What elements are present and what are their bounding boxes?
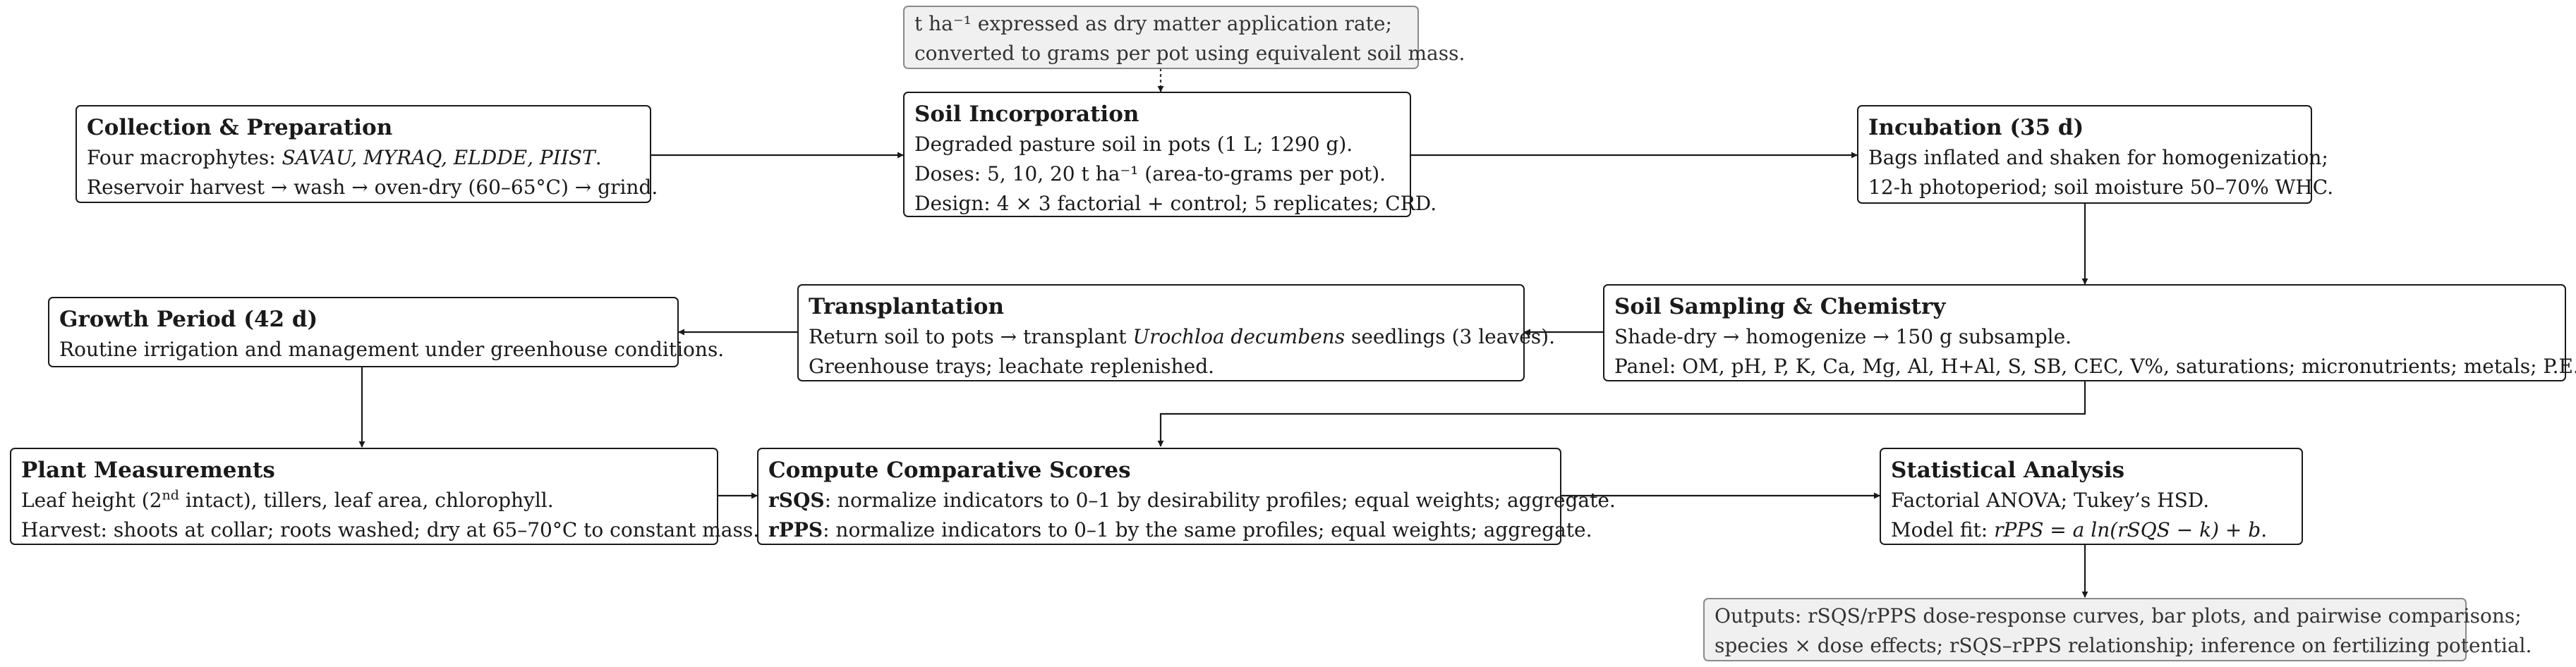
- box-line: rPPS: normalize indicators to 0–1 by the…: [768, 515, 1592, 545]
- soil-incorporation-box: Soil Incorporation Degraded pasture soil…: [903, 92, 1437, 217]
- box-line: Design: 4 × 3 factorial + control; 5 rep…: [914, 192, 1437, 215]
- box-line: 12-h photoperiod; soil moisture 50–70% W…: [1868, 176, 2334, 199]
- box-line: Shade-dry → homogenize → 150 g subsample…: [1614, 325, 2072, 348]
- text-segment: Leaf height (2: [21, 489, 162, 512]
- outputs-note: Outputs: rSQS/rPPS dose-response curves,…: [1703, 598, 2532, 661]
- text-segment: .: [2261, 518, 2268, 541]
- statistical-analysis-box: Statistical Analysis Factorial ANOVA; Tu…: [1880, 448, 2303, 545]
- text-segment: .: [595, 146, 602, 169]
- box-title: Plant Measurements: [21, 458, 275, 483]
- box-line: Harvest: shoots at collar; roots washed;…: [21, 518, 760, 541]
- box-title: Soil Sampling & Chemistry: [1614, 294, 1946, 319]
- soil-sampling-to-scores-elbow-arrow: [1157, 381, 2086, 447]
- text-segment: : normalize indicators to 0–1 by desirab…: [824, 489, 1616, 512]
- box-line: Return soil to pots → transplant Urochlo…: [809, 322, 1555, 352]
- text-segment: Model fit:: [1891, 518, 1995, 541]
- box-title: Compute Comparative Scores: [768, 458, 1131, 483]
- box-line: Model fit: rPPS = a ln(rSQS − k) + b.: [1891, 515, 2292, 545]
- note-line: species × dose effects; rSQS–rPPS relati…: [1715, 634, 2532, 657]
- box-line: Greenhouse trays; leachate replenished.: [809, 355, 1215, 378]
- collection-preparation-box: Collection & Preparation Four macrophyte…: [75, 105, 658, 203]
- text-segment: intact), tillers, leaf area, chlorophyll…: [179, 489, 554, 512]
- box-line: Degraded pasture soil in pots (1 L; 1290…: [914, 133, 1353, 156]
- box-title: Soil Incorporation: [914, 102, 1139, 127]
- box-line: Panel: OM, pH, P, K, Ca, Mg, Al, H+Al, S…: [1614, 355, 2576, 378]
- box-title: Statistical Analysis: [1891, 458, 2125, 483]
- comparative-scores-box: Compute Comparative Scores rSQS: normali…: [757, 448, 1616, 545]
- superscript: nd: [162, 487, 179, 503]
- soil-sampling-chemistry-box: Soil Sampling & Chemistry Shade-dry → ho…: [1603, 284, 2576, 381]
- box-line: Routine irrigation and management under …: [59, 338, 725, 361]
- box-line: Factorial ANOVA; Tukey’s HSD.: [1891, 489, 2210, 512]
- rpps-label: rPPS: [768, 518, 823, 541]
- model-formula: rPPS = a ln(rSQS − k) + b: [1994, 518, 2261, 541]
- text-segment: seedlings (3 leaves).: [1345, 325, 1556, 348]
- incubation-box: Incubation (35 d) Bags inflated and shak…: [1857, 105, 2334, 204]
- box-title: Growth Period (42 d): [59, 307, 318, 332]
- box-title: Incubation (35 d): [1868, 115, 2084, 140]
- dose-units-note: t ha⁻¹ expressed as dry matter applicati…: [903, 6, 1465, 69]
- species-name: Urochloa decumbens: [1132, 325, 1346, 348]
- box-title: Transplantation: [809, 294, 1005, 319]
- note-line: Outputs: rSQS/rPPS dose-response curves,…: [1715, 604, 2522, 628]
- note-line: converted to grams per pot using equival…: [914, 42, 1465, 65]
- box-line: rSQS: normalize indicators to 0–1 by des…: [768, 486, 1616, 515]
- box-line: Bags inflated and shaken for homogenizat…: [1868, 146, 2328, 169]
- transplantation-box: Transplantation Return soil to pots → tr…: [797, 284, 1555, 381]
- rsqs-label: rSQS: [768, 489, 825, 512]
- growth-period-box: Growth Period (42 d) Routine irrigation …: [48, 297, 725, 367]
- plant-measurements-box: Plant Measurements Leaf height (2nd inta…: [10, 448, 760, 545]
- text-segment: Four macrophytes:: [87, 146, 282, 169]
- box-line: Leaf height (2nd intact), tillers, leaf …: [21, 486, 707, 515]
- species-codes: SAVAU, MYRAQ, ELDDE, PIIST: [282, 146, 595, 169]
- box-line: Four macrophytes: SAVAU, MYRAQ, ELDDE, P…: [87, 143, 640, 173]
- text-segment: Return soil to pots → transplant: [809, 325, 1133, 348]
- text-segment: : normalize indicators to 0–1 by the sam…: [823, 518, 1592, 541]
- box-title: Collection & Preparation: [87, 115, 393, 140]
- note-line: t ha⁻¹ expressed as dry matter applicati…: [914, 12, 1392, 35]
- box-line: Reservoir harvest → wash → oven-dry (60–…: [87, 176, 658, 199]
- box-line: Doses: 5, 10, 20 t ha⁻¹ (area-to-grams p…: [914, 162, 1386, 185]
